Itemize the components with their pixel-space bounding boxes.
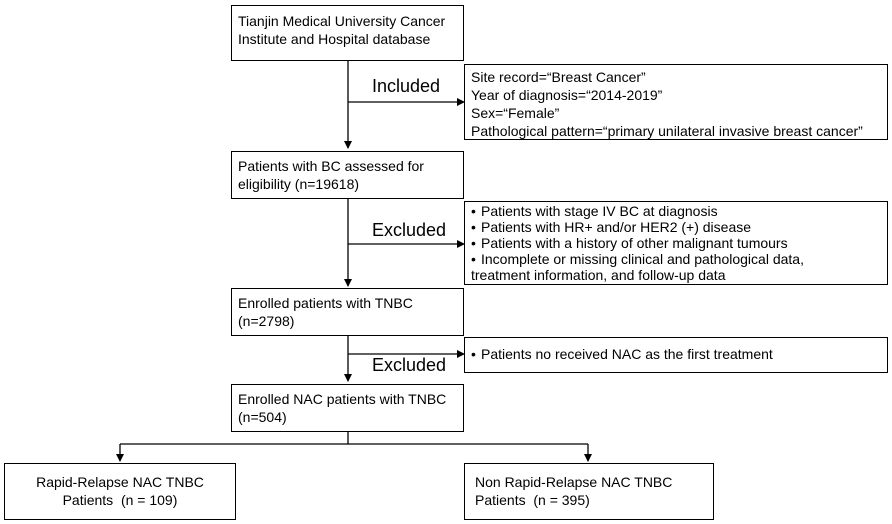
exclusion-criteria-box-1: •Patients with stage IV BC at diagnosis … (464, 201, 888, 285)
excluded-label-2: Excluded (372, 355, 447, 375)
box-line: (n=2798) (238, 313, 295, 329)
inclusion-criteria-box: Site record=“Breast Cancer” Year of diag… (464, 64, 888, 140)
box-line: (n=504) (238, 409, 287, 425)
exclusion-item: • Patients with stage IV BC at diagnosis (471, 203, 881, 219)
bullet-icon: • (471, 235, 476, 251)
non-rapid-relapse-box: Non Rapid-Relapse NAC TNBC Patients (n =… (464, 463, 714, 520)
box-line: Tianjin Medical University Cancer (238, 13, 446, 29)
source-database-box: Tianjin Medical University Cancer Instit… (231, 5, 464, 61)
rapid-relapse-box: Rapid-Relapse NAC TNBC Patients (n = 109… (4, 463, 236, 520)
assessed-eligibility-box: Patients with BC assessed for eligibilit… (231, 151, 464, 199)
bullet-icon: • (471, 251, 476, 267)
bullet-icon: • (471, 219, 476, 235)
criterion-site: Site record=“Breast Cancer” (471, 69, 646, 85)
box-line: Rapid-Relapse NAC TNBC (36, 474, 204, 490)
box-line: Enrolled patients with TNBC (238, 295, 413, 311)
exclusion-text: Patients with a history of other maligna… (481, 235, 788, 251)
exclusion-text: treatment information, and follow-up dat… (471, 267, 726, 283)
exclusion-item: • Patients with a history of other malign… (471, 235, 881, 251)
included-label: Included (372, 76, 441, 96)
enrolled-nac-box: Enrolled NAC patients with TNBC (n=504) (231, 384, 464, 432)
exclusion-item-continued: treatment information, and follow-up dat… (471, 267, 881, 283)
box-line: eligibility (n=19618) (238, 176, 360, 192)
criterion-year: Year of diagnosis=“2014-2019” (471, 87, 663, 103)
box-line: Institute and Hospital database (238, 31, 431, 47)
exclusion-text: Patients with stage IV BC at diagnosis (481, 203, 718, 219)
exclusion-item: • Patients with HR+ and/or HER2 (+) disea… (471, 219, 881, 235)
criterion-sex: Sex=“Female” (471, 105, 560, 121)
exclusion-item: • Incomplete or missing clinical and path… (471, 251, 881, 267)
enrolled-tnbc-box: Enrolled patients with TNBC (n=2798) (231, 288, 464, 336)
exclusion-text: Incomplete or missing clinical and patho… (481, 251, 804, 267)
box-line: Non Rapid-Relapse NAC TNBC (475, 474, 673, 490)
exclusion-text: Patients with HR+ and/or HER2 (+) diseas… (481, 219, 752, 235)
box-line: Patients with BC assessed for (238, 158, 424, 174)
box-line: Patients (n = 395) (475, 492, 590, 508)
criterion-pattern: Pathological pattern=“primary unilateral… (471, 123, 863, 139)
bullet-icon: • (471, 203, 476, 219)
excluded-label-1: Excluded (372, 220, 447, 240)
bullet-icon: • (471, 346, 476, 362)
box-line: Enrolled NAC patients with TNBC (238, 391, 447, 407)
exclusion-text: Patients no received NAC as the first tr… (481, 346, 773, 362)
box-line: Patients (n = 109) (62, 492, 178, 508)
exclusion-item: • Patients no received NAC as the first t… (471, 345, 881, 363)
exclusion-criteria-box-2: • Patients no received NAC as the first t… (464, 337, 888, 373)
